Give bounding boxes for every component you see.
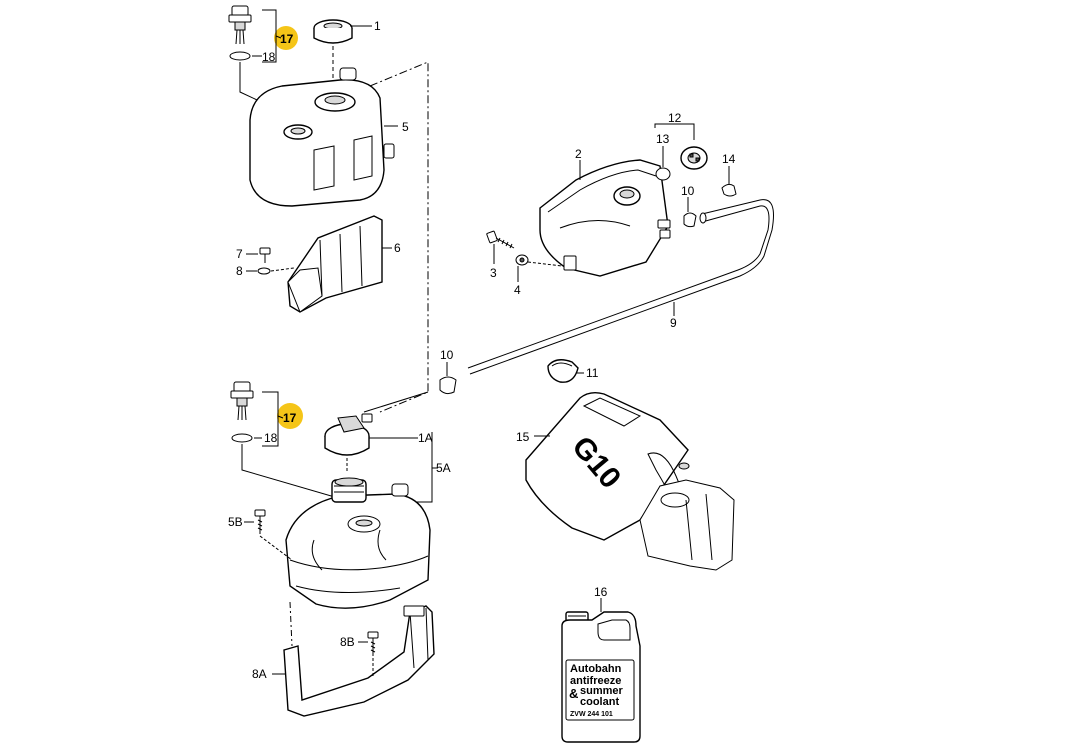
breather-hose-9 — [467, 199, 774, 375]
filling-tank-background — [639, 462, 735, 571]
callout-12: 12 — [668, 111, 682, 125]
callout-2: 2 — [575, 147, 582, 161]
callout-9: 9 — [670, 316, 677, 330]
callout-13: 13 — [656, 132, 670, 146]
callout-10-bottom: 10 — [440, 348, 454, 362]
callout-18-bottom: 18 — [264, 431, 278, 445]
callout-8B: 8B — [340, 635, 355, 649]
bolt-5B — [254, 509, 266, 534]
sender-17-top — [228, 5, 252, 45]
bolt-8B — [367, 631, 379, 656]
callout-1A: 1A — [418, 431, 433, 445]
callout-10-top: 10 — [681, 184, 695, 198]
bottle-label-line4: coolant — [580, 696, 619, 708]
o-ring-18-bottom — [231, 433, 253, 443]
callout-16: 16 — [594, 585, 608, 599]
highlight-marker-17-bottom[interactable] — [277, 403, 303, 429]
hose-clamp-11 — [547, 359, 579, 383]
antifreeze-bottle-16: Autobahn antifreeze & summer coolant ZVW… — [561, 611, 641, 743]
bottle-label-line2: antifreeze — [570, 675, 621, 687]
bottle-label-part-number: ZVW 244 101 — [570, 711, 613, 718]
bolt-7 — [259, 247, 271, 263]
highlight-marker-17-top[interactable] — [274, 26, 298, 50]
clamp-10-bottom — [439, 376, 457, 395]
callout-8: 8 — [236, 264, 243, 278]
expansion-tank-5A — [285, 477, 431, 609]
expansion-tank-2 — [539, 159, 671, 277]
callout-6: 6 — [394, 241, 401, 255]
o-ring-18-top — [229, 51, 251, 61]
callout-3: 3 — [490, 266, 497, 280]
expansion-tank-5 — [249, 67, 395, 207]
callout-11: 11 — [586, 366, 599, 380]
bottle-label-line1: Autobahn — [570, 663, 622, 675]
callout-8A: 8A — [252, 667, 267, 681]
callout-7: 7 — [236, 247, 243, 261]
callout-1: 1 — [374, 19, 381, 33]
bottle-label-ampersand: & — [569, 686, 578, 701]
bracket-6 — [287, 215, 383, 313]
callout-4: 4 — [514, 283, 521, 297]
bottle-label-line3: summer — [580, 685, 624, 697]
washer-8 — [257, 267, 271, 275]
callout-14: 14 — [722, 152, 736, 166]
clamp-10-top — [683, 212, 697, 228]
reservoir-cap-1A — [324, 413, 373, 456]
sender-17-bottom — [230, 381, 254, 421]
callout-17-top: 17 — [280, 32, 294, 46]
callout-17-bottom: 17 — [283, 411, 297, 425]
washer-4 — [515, 254, 529, 266]
callout-5B: 5B — [228, 515, 243, 529]
callout-5A: 5A — [436, 461, 451, 475]
callout-15: 15 — [516, 430, 530, 444]
bolt-3 — [486, 230, 515, 249]
clip-14 — [721, 183, 737, 197]
reservoir-cap-1 — [313, 19, 353, 44]
seal-13 — [655, 167, 671, 181]
bracket-8A — [283, 605, 435, 717]
cap-assembly-12 — [680, 146, 708, 170]
callout-18-top: 18 — [262, 50, 276, 64]
callout-5: 5 — [402, 120, 409, 134]
